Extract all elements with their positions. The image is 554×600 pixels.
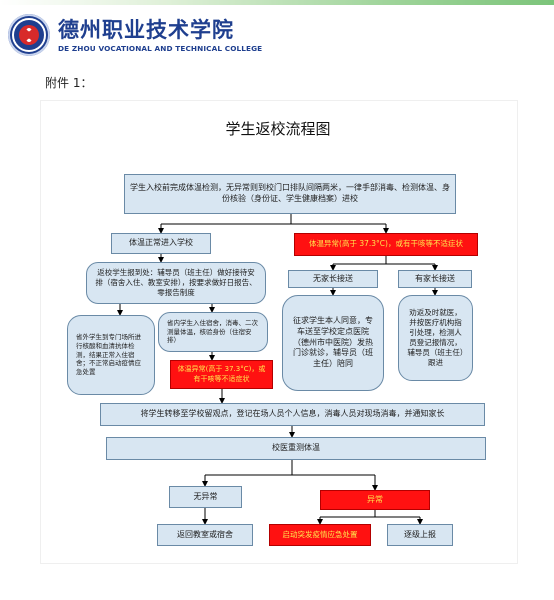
college-name-cn: 德州职业技术学院 — [58, 17, 234, 42]
attachment-label: 附件 1： — [45, 76, 93, 90]
outcome-emergency-response: 启动突发疫情应急处置 — [269, 524, 371, 546]
dorm-abnormal-temperature: 体温异常(高于 37.3°C)，或有干咳等不适症状 — [170, 360, 273, 389]
college-header: 德州职业技术学院 DE ZHOU VOCATIONAL AND TECHNICA… — [8, 14, 308, 58]
flowchart-title: 学生返校流程图 — [225, 120, 331, 138]
option-no-parent: 无家长接送 — [288, 270, 378, 288]
outcome-report-up: 逐级上报 — [387, 524, 453, 546]
top-accent-bar — [0, 0, 554, 5]
step-dorm-recheck: 省内学生入住宿舍，消毒、二次测量体温，核验身份（住宿安排） — [158, 312, 268, 352]
step-nurse-recheck: 校医重测体温 — [106, 437, 486, 460]
branch-abnormal-temperature: 体温异常(高于 37.3°C)，或有干咳等不适症状 — [294, 233, 478, 256]
college-emblem-icon — [8, 14, 50, 56]
result-normal: 无异常 — [169, 486, 242, 508]
step-no-parent-hospital: 征求学生本人同意，专车送至学校定点医院（德州市中医院）发热门诊就诊，辅导员（班主… — [282, 295, 384, 391]
step-report-desk: 返校学生报到处：辅导员（班主任）做好接待安排（宿舍入住、教室安排），按要求做好日… — [86, 262, 266, 304]
step-transfer-observation: 将学生转移至学校留观点，登记在场人员个人信息，消毒人员对现场消毒，并通知家长 — [100, 403, 485, 426]
result-abnormal: 异常 — [320, 490, 430, 510]
step-entry-check: 学生入校前完成体温检测，无异常则到校门口排队间隔两米，一律手部消毒、检测体温、身… — [124, 174, 456, 214]
step-off-campus-test: 省外学生到专门场所进行核酸和血清抗体检测，结果正常入住宿舍；不正常启动疫情应急处… — [67, 315, 155, 395]
step-with-parent-guidance: 劝返及时就医，并按医疗机构指引处理，检测人员登记报情况，辅导员（班主任）跟进 — [398, 295, 473, 381]
option-with-parent: 有家长接送 — [398, 270, 472, 288]
outcome-return-class: 返回教室或宿舍 — [157, 524, 253, 546]
college-name-en: DE ZHOU VOCATIONAL AND TECHNICAL COLLEGE — [58, 44, 263, 53]
branch-normal-temperature: 体温正常进入学校 — [111, 233, 211, 254]
